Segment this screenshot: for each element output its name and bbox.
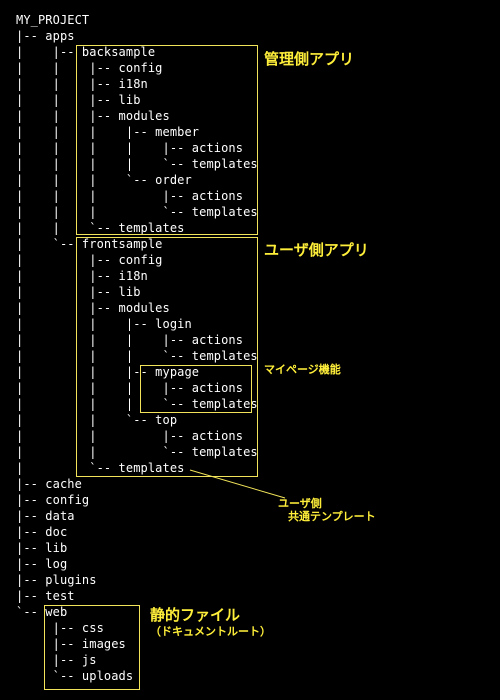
tree-line: `-- web (16, 605, 68, 619)
tree-line: `-- uploads (16, 669, 134, 683)
tree-line: | | | | `-- templates (16, 157, 258, 171)
web-highlight-box (44, 605, 140, 690)
tree-line: | `-- frontsample (16, 237, 163, 251)
shared-templates-label-line1: ユーザ側 (278, 497, 322, 510)
backsample-highlight-box (76, 45, 258, 235)
frontsample-highlight-box (76, 237, 258, 477)
tree-line: | | `-- templates (16, 445, 258, 459)
frontend-app-label: ユーザ側アプリ (264, 241, 369, 259)
tree-line: |-- config (16, 493, 90, 507)
static-files-note: （ドキュメントルート） (150, 625, 271, 638)
tree-line: | | |-- i18n (16, 77, 148, 91)
mypage-highlight-box (140, 365, 252, 413)
tree-line: |-- log (16, 557, 68, 571)
tree-line: |-- css (16, 621, 104, 635)
tree-line: |-- lib (16, 541, 68, 555)
tree-line: | | |-- config (16, 61, 163, 75)
tree-line: | | |-- actions (16, 429, 244, 443)
tree-line: | | | | |-- actions (16, 141, 244, 155)
backend-app-label: 管理側アプリ (264, 50, 355, 68)
tree-line: | |-- backsample (16, 45, 156, 59)
tree-line: |-- images (16, 637, 126, 651)
tree-line: | | | `-- templates (16, 205, 258, 219)
mypage-feature-label: マイページ機能 (264, 363, 341, 376)
tree-line: | | `-- templates (16, 221, 185, 235)
tree-line: | | | `-- templates (16, 349, 258, 363)
tree-line: | | |-- lib (16, 93, 141, 107)
tree-line: | | |-- mypage (16, 365, 200, 379)
tree-line: |-- plugins (16, 573, 97, 587)
tree-line: |-- apps (16, 29, 75, 43)
tree-line: | |-- config (16, 253, 163, 267)
tree-line: | | `-- top (16, 413, 178, 427)
tree-line: | |-- modules (16, 301, 170, 315)
tree-line: |-- js (16, 653, 97, 667)
tree-root: MY_PROJECT (16, 13, 90, 27)
shared-templates-label-line2: 共通テンプレート (288, 510, 376, 523)
tree-line: | | |-- modules (16, 109, 170, 123)
tree-line: | | | |-- member (16, 125, 200, 139)
tree-line: |-- doc (16, 525, 68, 539)
tree-line: | | |-- login (16, 317, 192, 331)
tree-line: |-- test (16, 589, 75, 603)
tree-line: | | | `-- order (16, 173, 192, 187)
tree-line: | `-- templates (16, 461, 185, 475)
static-files-label: 静的ファイル (150, 606, 241, 624)
tree-line: | | | |-- actions (16, 333, 244, 347)
tree-line: |-- data (16, 509, 75, 523)
tree-line: |-- cache (16, 477, 82, 491)
tree-line: | |-- lib (16, 285, 141, 299)
tree-line: | | | `-- templates (16, 397, 258, 411)
tree-line: | | | |-- actions (16, 381, 244, 395)
tree-line: | | | |-- actions (16, 189, 244, 203)
tree-line: | |-- i18n (16, 269, 148, 283)
